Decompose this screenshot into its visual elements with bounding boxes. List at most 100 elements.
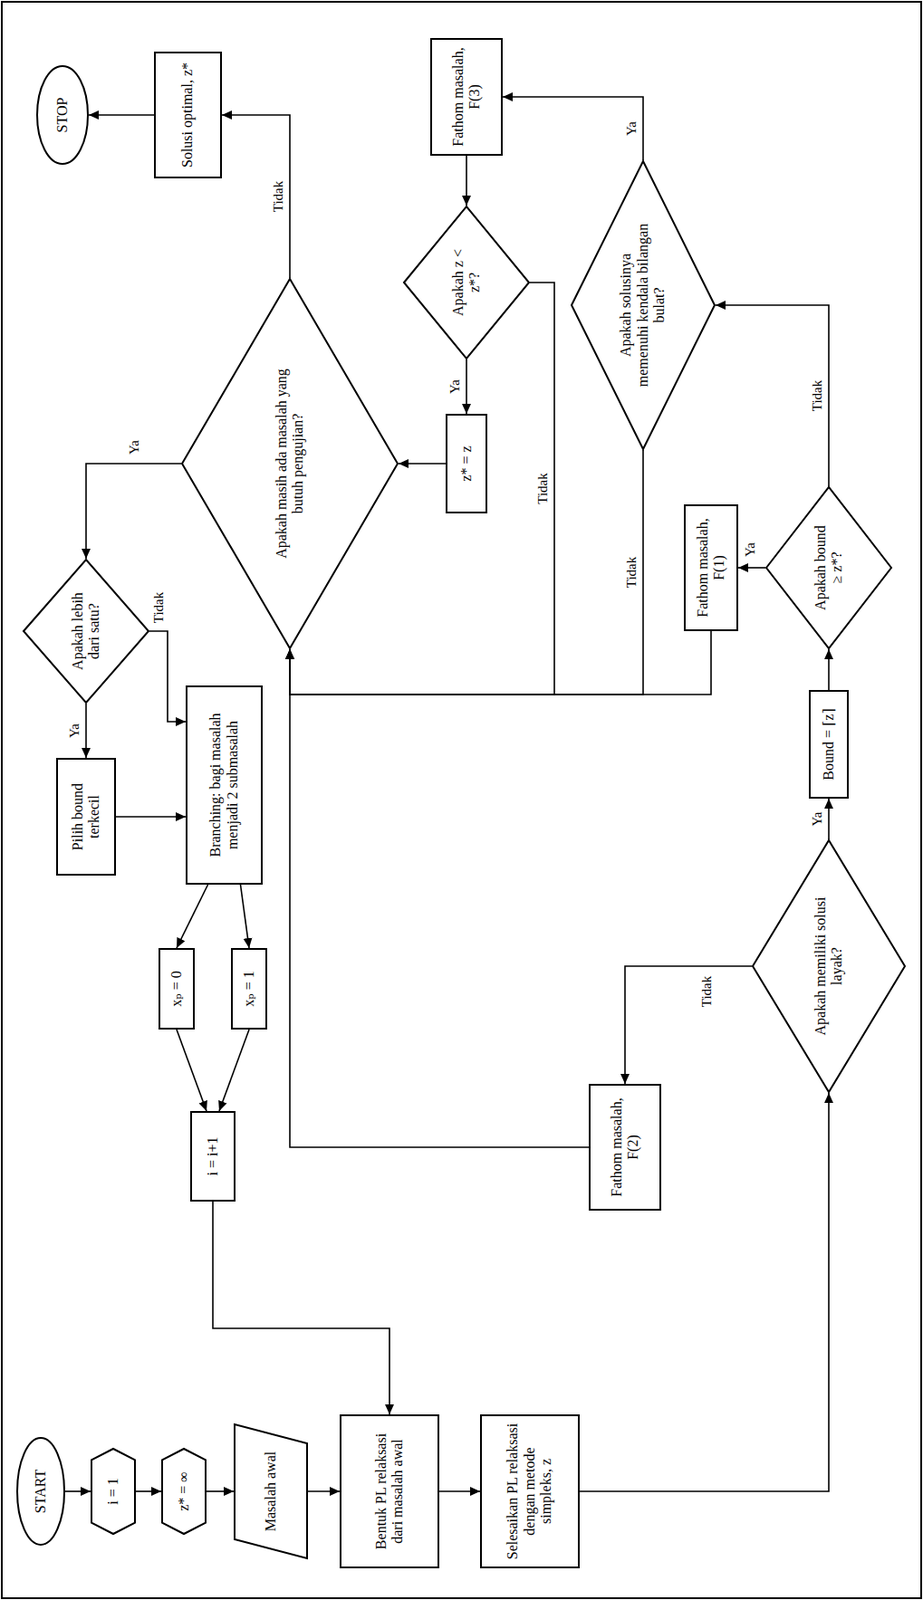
- node-text-group: Fathom masalah, F(2): [608, 1091, 643, 1204]
- node-text-group: Fathom masalah, F(3): [450, 45, 484, 149]
- flow-arrow: [212, 1201, 390, 1415]
- node-text-group: Fathom masalah, F(1): [694, 511, 729, 625]
- flow-arrow: [502, 96, 644, 161]
- flow-arrow: [289, 631, 712, 695]
- flow-arrow: [115, 816, 186, 818]
- node-label: Apakah memiliki solusi layak?: [812, 893, 847, 1040]
- process-box: Selesaikan PL relaksasi dengan metode si…: [480, 1414, 580, 1569]
- flow-arrow: [176, 884, 209, 949]
- process-box: Bound = ⌈z⌉: [808, 690, 849, 799]
- shape-border: [182, 278, 398, 649]
- branch-label: Ya: [125, 438, 142, 457]
- shape-border: [403, 206, 529, 359]
- node-text-group: Bound = ⌈z⌉: [820, 697, 837, 792]
- flow-arrow: [465, 359, 468, 414]
- node-text-group: i = i+1: [204, 1118, 222, 1195]
- node-label: Solusi optimal, z*: [179, 58, 196, 172]
- flow-arrow: [398, 462, 446, 465]
- node-label: Branching: bagi masalah menjadi 2 submas…: [207, 692, 241, 878]
- node-label: Fathom masalah, F(3): [450, 45, 484, 149]
- process-box: Solusi optimal, z*: [153, 51, 222, 179]
- node-label: xₚ = 0: [168, 955, 185, 1023]
- shape-border: [752, 840, 905, 1093]
- preparation-hexagon: z* = ∞: [161, 1448, 207, 1536]
- node-text-group: Apakah bound ≥ z*?: [812, 520, 847, 616]
- decision-diamond: Apakah memiliki solusi layak?: [751, 839, 906, 1094]
- process-box: Branching: bagi masalah menjadi 2 submas…: [185, 685, 263, 885]
- node-text-group: STOP: [54, 76, 71, 154]
- process-box: z* = z: [445, 413, 488, 514]
- node-label: Bentuk PL relaksasi dari masalah awal: [373, 1422, 407, 1562]
- process-box: xₚ = 0: [158, 948, 195, 1030]
- node-text-group: i = 1: [105, 1459, 122, 1524]
- decision-diamond: Apakah lebih dari satu?: [22, 558, 150, 704]
- branch-label: Tidak: [535, 471, 551, 506]
- node-label: Apakah solusinya memenuhi kendala bilang…: [617, 221, 668, 390]
- shape-border: [162, 1449, 206, 1535]
- node-label: Apakah bound ≥ z*?: [812, 520, 847, 616]
- flow-arrow: [65, 1490, 91, 1493]
- decision-diamond: Apakah bound ≥ z*?: [765, 486, 893, 650]
- node-text-group: Solusi optimal, z*: [179, 58, 196, 172]
- shape-border: [17, 1438, 65, 1546]
- node-label: xₚ = 1: [240, 955, 258, 1023]
- flow-arrow: [221, 115, 290, 279]
- flow-arrow: [439, 1490, 481, 1493]
- branch-label: Tidak: [270, 179, 287, 214]
- preparation-hexagon: i = 1: [90, 1448, 136, 1536]
- shape-border: [91, 1449, 135, 1535]
- flow-arrow: [85, 703, 87, 759]
- shape-border: [23, 559, 149, 703]
- branch-label: Ya: [447, 377, 463, 396]
- process-box: xₚ = 1: [230, 948, 268, 1030]
- node-text-group: Masalah awal: [262, 1447, 279, 1537]
- node-label: Apakah z < z*?: [450, 238, 484, 328]
- node-label: Bound = ⌈z⌉: [820, 697, 837, 792]
- branch-label: Ya: [67, 721, 83, 741]
- shape-border: [571, 161, 715, 450]
- node-text-group: Branching: bagi masalah menjadi 2 submas…: [207, 692, 241, 878]
- branch-label: Tidak: [699, 974, 715, 1010]
- node-label: Apakah lebih dari satu?: [69, 589, 104, 674]
- branch-label: Tidak: [809, 378, 826, 414]
- flow-arrow: [135, 1490, 162, 1493]
- node-text-group: Apakah z < z*?: [450, 238, 484, 328]
- branch-label: Ya: [809, 810, 826, 829]
- node-label: Fathom masalah, F(2): [608, 1091, 643, 1204]
- process-box: Bentuk PL relaksasi dari masalah awal: [339, 1414, 440, 1569]
- node-label: z* = z: [458, 421, 475, 507]
- flow-arrow: [715, 305, 829, 487]
- flow-arrow: [289, 649, 589, 1148]
- node-label: i = i+1: [204, 1118, 222, 1195]
- node-text-group: Apakah solusinya memenuhi kendala bilang…: [617, 221, 668, 390]
- process-box: Fathom masalah, F(2): [588, 1084, 662, 1212]
- flow-arrow: [738, 567, 766, 569]
- node-text-group: xₚ = 1: [240, 955, 258, 1023]
- node-text-group: Apakah lebih dari satu?: [69, 589, 104, 674]
- decision-diamond: Apakah solusinya memenuhi kendala bilang…: [570, 160, 716, 451]
- input-parallelogram: Masalah awal: [233, 1423, 308, 1560]
- shape-border: [234, 1424, 308, 1559]
- terminal-oval: STOP: [36, 65, 89, 165]
- flow-arrow: [88, 114, 154, 116]
- process-box: Pilih bound terkecil: [56, 758, 116, 876]
- node-text-group: z* = ∞: [175, 1459, 193, 1524]
- node-label: Selesaikan PL relaksasi dengan metode si…: [504, 1422, 555, 1562]
- branch-label: Tidak: [151, 590, 167, 625]
- shape-border: [37, 66, 88, 164]
- node-text-group: Apakah masih ada masalah yang butuh peng…: [273, 355, 308, 572]
- flow-arrow: [86, 463, 182, 559]
- flow-arrow: [206, 1490, 234, 1493]
- branch-label: Ya: [624, 119, 640, 138]
- branch-label: Tidak: [624, 555, 640, 590]
- process-box: i = i+1: [190, 1111, 236, 1202]
- node-label: START: [32, 1449, 49, 1535]
- node-text-group: START: [32, 1449, 49, 1535]
- shape-border: [766, 487, 892, 649]
- node-text-group: Bentuk PL relaksasi dari masalah awal: [373, 1422, 407, 1562]
- flow-arrow: [307, 1490, 340, 1493]
- flow-arrow: [149, 631, 186, 722]
- node-label: z* = ∞: [175, 1459, 193, 1524]
